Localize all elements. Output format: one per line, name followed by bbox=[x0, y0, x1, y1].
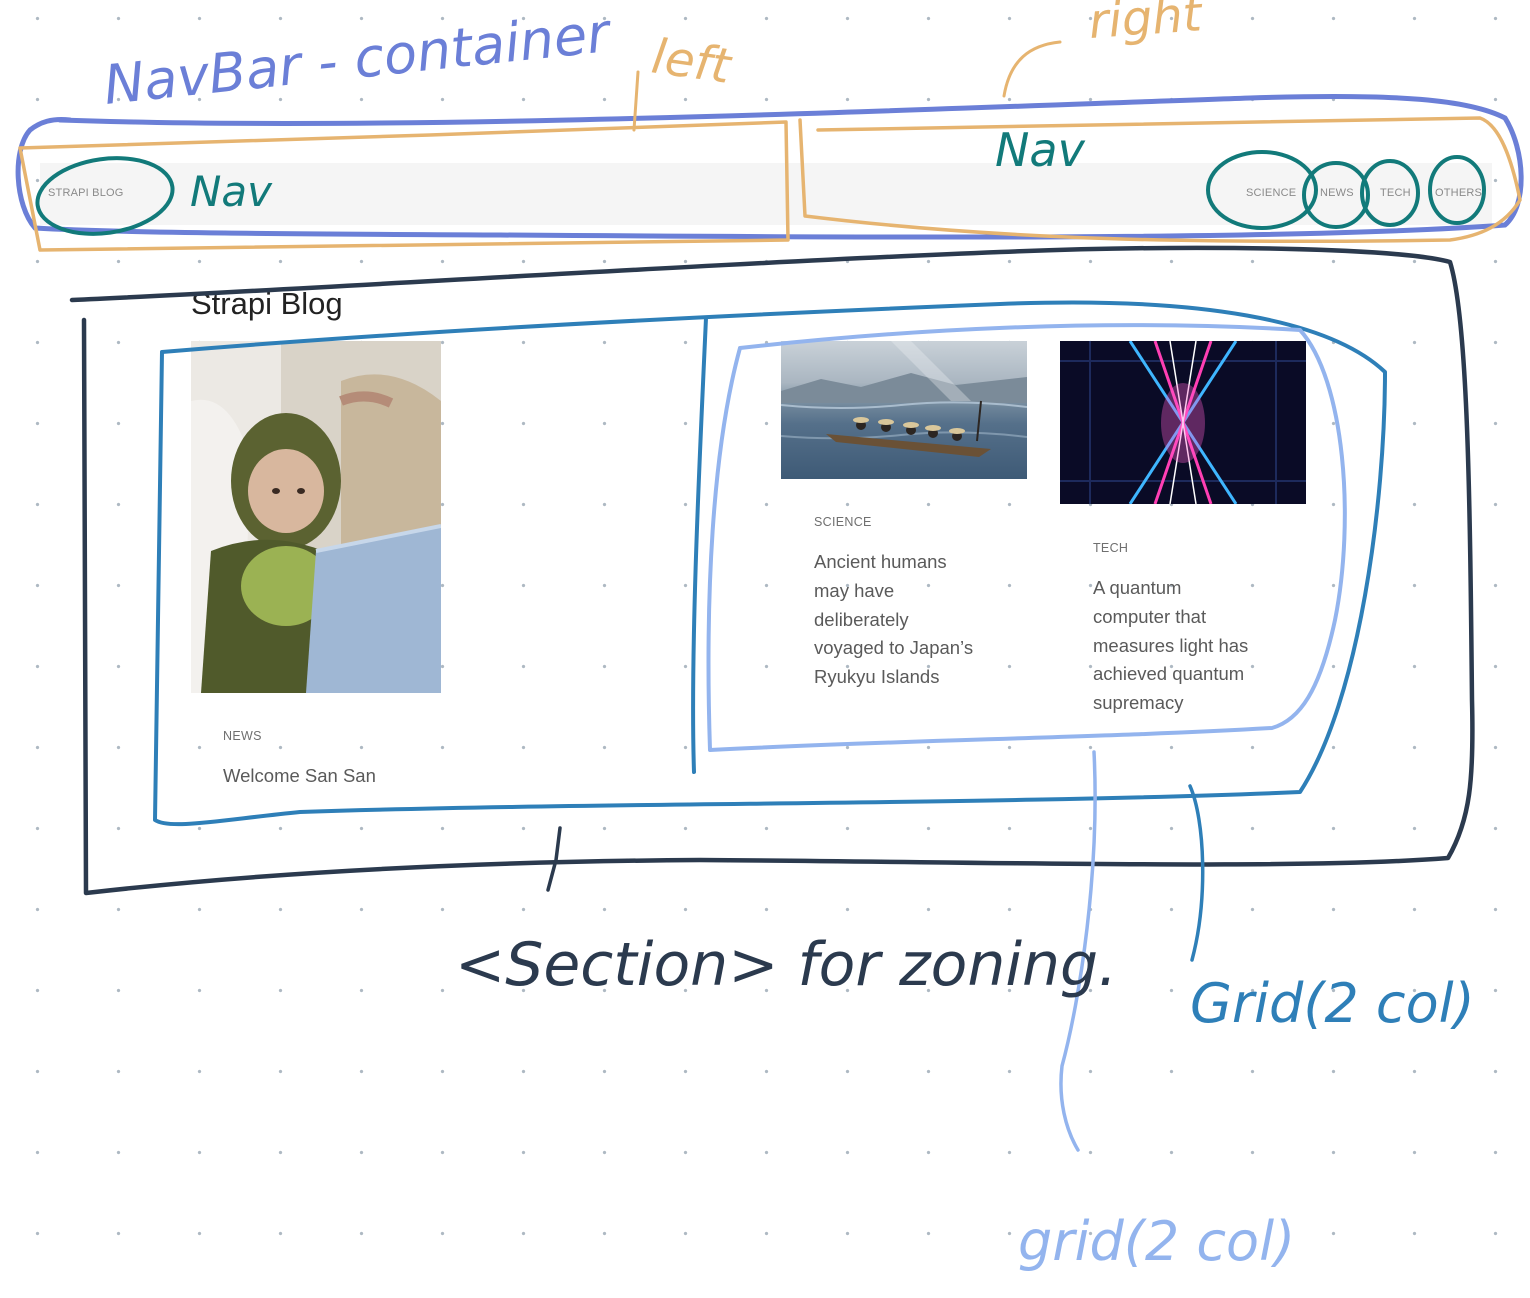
annotation-section: <Section> for zoning. bbox=[455, 930, 1117, 1000]
article-category-science: SCIENCE bbox=[814, 515, 872, 529]
outer-grid-divider bbox=[691, 316, 708, 774]
article-title-tech[interactable]: A quantum computer that measures light h… bbox=[1093, 574, 1248, 718]
article-category-tech: TECH bbox=[1093, 541, 1129, 555]
navbar: STRAPI BLOG SCIENCE NEWS TECH OTHERS bbox=[40, 163, 1492, 225]
article-title-tech-line: measures light has bbox=[1093, 634, 1249, 656]
page-title: Strapi Blog bbox=[191, 286, 343, 321]
right-leader-line bbox=[1002, 40, 1062, 98]
article-title-tech-line: supremacy bbox=[1093, 692, 1184, 714]
article-title-science-line: Ancient humans bbox=[814, 551, 947, 572]
article-title-tech-line: computer that bbox=[1093, 605, 1207, 627]
nav-link-news[interactable]: NEWS bbox=[1320, 187, 1354, 199]
nav-link-science[interactable]: SCIENCE bbox=[1246, 187, 1297, 199]
article-title-science-line: Ryukyu Islands bbox=[814, 666, 940, 688]
outer-grid-leader-line bbox=[1188, 784, 1205, 962]
article-title-tech-line: A quantum bbox=[1093, 577, 1182, 598]
nav-link-tech[interactable]: TECH bbox=[1380, 187, 1411, 199]
article-image-science[interactable] bbox=[781, 341, 1027, 479]
nav-brand-link[interactable]: STRAPI BLOG bbox=[48, 187, 124, 199]
inner-grid-leader-line bbox=[1059, 750, 1097, 1152]
nav-link-others[interactable]: OTHERS bbox=[1435, 187, 1483, 199]
annotation-grid-inner: grid(2 col) bbox=[1018, 1210, 1295, 1273]
article-category-news: NEWS bbox=[223, 729, 262, 743]
article-title-news[interactable]: Welcome San San bbox=[223, 765, 376, 786]
article-image-tech[interactable] bbox=[1060, 341, 1306, 504]
article-title-science-line: may have bbox=[814, 579, 895, 601]
article-title-science-line: deliberately bbox=[814, 608, 909, 630]
annotation-right: right bbox=[1087, 0, 1206, 50]
annotation-grid-outer: Grid(2 col) bbox=[1190, 972, 1475, 1035]
article-title-science-line: voyaged to Japan’s bbox=[814, 637, 974, 659]
article-title-tech-line: achieved quantum bbox=[1093, 663, 1245, 685]
left-leader-line bbox=[632, 70, 640, 132]
annotation-navbar-container: NavBar - container bbox=[101, 1, 615, 117]
section-leader-line bbox=[546, 826, 562, 892]
annotation-left: left bbox=[648, 28, 736, 95]
article-image-news[interactable] bbox=[191, 341, 441, 693]
article-title-science[interactable]: Ancient humans may have deliberately voy… bbox=[814, 548, 973, 692]
